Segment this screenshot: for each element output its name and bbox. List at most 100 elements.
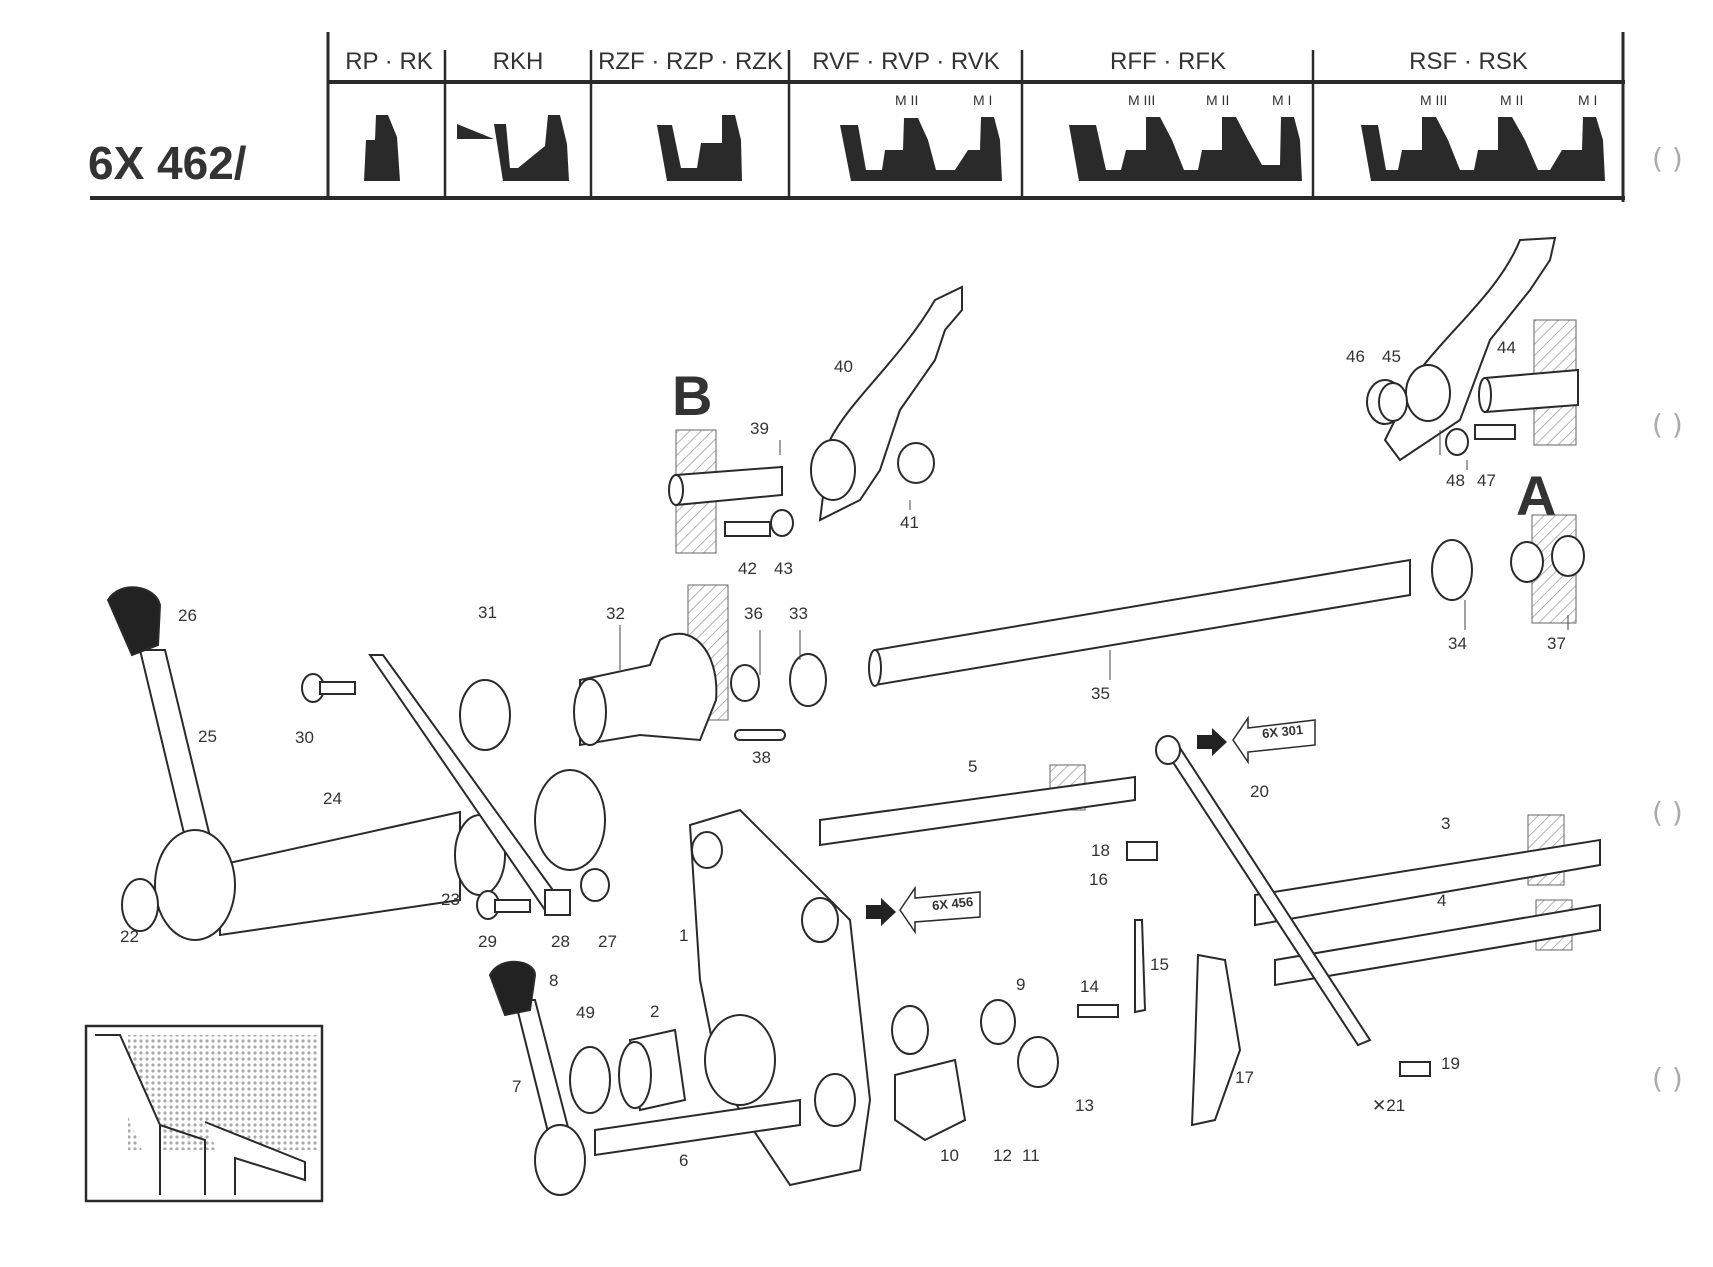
callout-40: 40 [834,357,853,376]
callout-45: 45 [1382,347,1401,366]
callout-34: 34 [1448,634,1467,653]
callout-14: 14 [1080,977,1099,996]
binder-hole-icon: ( ) [1652,1062,1683,1095]
callout-3: 3 [1441,814,1451,833]
callout-11: 11 [1022,1146,1040,1165]
pin-15 [1134,919,1147,1014]
ring-49 [569,1046,611,1114]
shaft-3 [1254,838,1601,927]
callout-26: 26 [178,606,197,625]
module-label: M II [1206,92,1230,108]
callout-33: 33 [789,604,808,623]
block-28 [544,889,571,916]
column-header-rkh: RKH [492,48,544,75]
module-label: M I [1578,92,1598,108]
callout-6: 6 [679,1151,689,1170]
outline-arrows [899,715,1316,935]
shaft-5 [819,775,1136,847]
arrow-right-icon [866,898,896,926]
module-label: M III [1128,92,1156,108]
callout-38: 38 [752,748,771,767]
callout-5: 5 [968,757,978,776]
tooth-profiles [364,115,1605,181]
callout-7: 7 [512,1077,522,1096]
column-header-rff: RFF · RFK [1110,48,1226,75]
shaft-6 [594,1098,801,1157]
callout-44: 44 [1497,338,1516,357]
callout-8: 8 [549,971,559,990]
callout-15: 15 [1150,955,1169,974]
lever-17 [1190,953,1242,1127]
callout-27: 27 [598,932,617,951]
bushing-34 [1431,539,1473,601]
callout-20: 20 [1250,782,1269,801]
parts-line-art [106,236,1601,1196]
module-label: M III [1420,92,1448,108]
callout-18: 18 [1091,841,1110,860]
callout-30: 30 [295,728,314,747]
exclude-mark-icon: ✕ [1372,1096,1387,1115]
callout-25: 25 [198,727,217,746]
lever-arm-45 [1383,236,1557,462]
lever-25 [138,649,214,852]
view-label-a: A [1516,464,1557,527]
solid-arrows [866,728,1227,926]
callout-16: 16 [1089,870,1108,889]
callout-46: 46 [1346,347,1365,366]
callout-13: 13 [1075,1096,1094,1115]
binder-hole-icon: ( ) [1652,796,1683,829]
callout-24: 24 [323,789,342,808]
callout-2: 2 [650,1002,660,1021]
callout-37: 37 [1547,634,1566,653]
lever-arm-40 [818,285,963,522]
callout-28: 28 [551,932,570,951]
column-header-rsf: RSF · RSK [1409,48,1528,75]
module-label: M II [1500,92,1524,108]
header-table-lines [90,32,1625,202]
knob-8 [488,960,537,1017]
lever-7 [513,999,572,1142]
callout-43: 43 [774,559,793,578]
callout-12: 12 [993,1146,1012,1165]
callout-47: 47 [1477,471,1496,490]
block-19 [1399,1061,1431,1077]
callout-9: 9 [1016,975,1026,994]
shaft-35 [874,558,1411,687]
leader-lines [619,430,1569,680]
profile-rff [1030,117,1302,181]
screw-14 [1077,1004,1119,1018]
callout-29: 29 [478,932,497,951]
view-label-b: B [672,364,713,427]
module-label: M II [895,92,919,108]
callout-31: 31 [478,603,497,622]
module-label: M I [1272,92,1292,108]
callout-10: 10 [940,1146,959,1165]
flange-32 [579,632,718,747]
callout-17: 17 [1235,1068,1254,1087]
shaft-24 [219,810,461,937]
callout-23: 23 [441,890,460,909]
shaft-4 [1274,903,1601,987]
callout-1: 1 [679,926,689,945]
module-label: M I [973,92,993,108]
callout-22: 22 [120,927,139,946]
screw-42 [724,521,771,537]
bracket-10 [894,1058,967,1142]
callout-35: 35 [1091,684,1110,703]
callout-41: 41 [900,513,919,532]
profile-rp-rk [364,115,400,181]
knob-26 [106,586,162,657]
callout-4: 4 [1437,891,1447,910]
callout-39: 39 [750,419,769,438]
screw-47 [1474,424,1516,440]
profile-rkh [457,115,569,181]
column-header-rzf: RZF · RZP · RZK [598,48,783,75]
page-code: 6X 462/ [88,137,247,189]
profile-rvf [802,117,1002,181]
column-header-rp-rk: RP · RK [345,48,433,75]
callout-21: ✕21 [1372,1096,1406,1115]
callout-32: 32 [606,604,625,623]
inset-detail-box [84,1024,324,1203]
